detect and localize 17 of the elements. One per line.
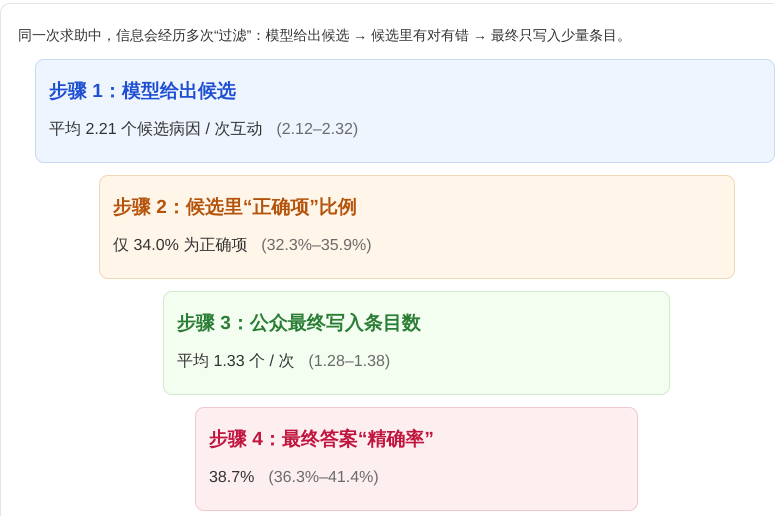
step-box bbox=[163, 291, 670, 395]
confidence-range: (36.3%–41.4%) bbox=[268, 468, 379, 488]
step-box bbox=[99, 175, 735, 279]
intro-text: 同一次求助中，信息会经历多次“过滤”：模型给出候选 → 候选里有对有错 → 最终只写入少量条目。 bbox=[18, 26, 631, 45]
step-heading: 步骤 2：候选里“正确项”比例 bbox=[113, 196, 357, 220]
step-heading: 步骤 3：公众最终写入条目数 bbox=[177, 312, 421, 336]
confidence-range: (2.12–2.32) bbox=[276, 120, 358, 140]
step-heading: 步骤 4：最终答案“精确率” bbox=[209, 427, 434, 452]
confidence-range: (32.3%–35.9%) bbox=[261, 236, 372, 256]
step-value: 平均 2.21 个候选病因 / 次互动 bbox=[49, 120, 262, 140]
step-box bbox=[195, 407, 638, 511]
step-value: 仅 34.0% 为正确项 bbox=[113, 236, 248, 256]
step-box bbox=[35, 59, 775, 163]
step-value: 平均 1.33 个 / 次 bbox=[177, 352, 294, 372]
confidence-range: (1.28–1.38) bbox=[308, 352, 390, 372]
step-heading: 步骤 1：模型给出候选 bbox=[49, 80, 236, 104]
step-value: 38.7% bbox=[209, 468, 254, 488]
